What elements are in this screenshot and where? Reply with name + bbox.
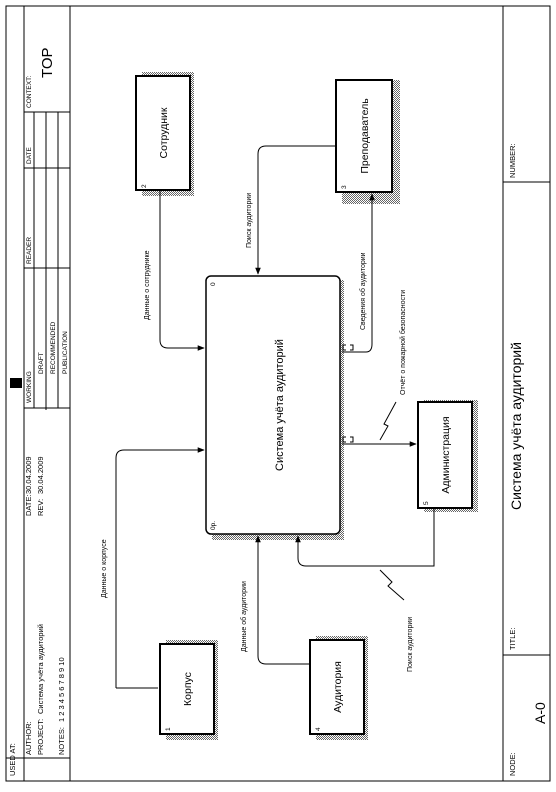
arrow-auditorium-data bbox=[255, 535, 310, 665]
reader-label: READER bbox=[26, 237, 33, 264]
main-activity-label: Система учёта аудиторий bbox=[274, 339, 286, 471]
leader-lines bbox=[379, 401, 405, 601]
box-employee-label: Сотрудник bbox=[158, 107, 170, 158]
label-search-top: Поиск аудитории bbox=[246, 193, 253, 248]
tunnel-marks bbox=[342, 344, 354, 443]
working-label: WORKING bbox=[26, 371, 33, 403]
context-value: TOP bbox=[39, 47, 56, 78]
context-label: CONTEXT: bbox=[26, 76, 33, 108]
node-label: NODE: bbox=[508, 752, 517, 776]
main-activity-box bbox=[205, 275, 344, 540]
label-employee-data: Данные о сотруднике bbox=[144, 250, 151, 320]
arrow-auditorium-info bbox=[342, 193, 375, 353]
leader-fire-report bbox=[379, 401, 397, 441]
arrow-search-bottom bbox=[295, 508, 435, 567]
notes-label: NOTES: bbox=[57, 727, 66, 755]
box-auditorium-label: Аудитория bbox=[332, 661, 344, 713]
author-label: AUTHOR: bbox=[24, 721, 33, 755]
box-teacher-label: Преподаватель bbox=[359, 98, 371, 174]
used-at-label: USED AT: bbox=[8, 743, 17, 776]
label-search-bottom: Поиск аудитории bbox=[407, 617, 414, 672]
arrow-search-top bbox=[255, 145, 336, 275]
label-building-data: Данные о корпусе bbox=[101, 539, 108, 598]
arrow-building-data bbox=[115, 447, 205, 688]
date-label: DATE: bbox=[24, 494, 33, 516]
footer-title: Система учёта аудиторий bbox=[508, 342, 524, 510]
notes-value: 1 2 3 4 5 6 7 8 9 10 bbox=[57, 657, 66, 722]
publication-label: PUBLICATION bbox=[62, 331, 69, 374]
label-fire-report: Отчёт о пожарной безопасности bbox=[399, 290, 407, 395]
draft-label: DRAFT bbox=[38, 352, 45, 374]
box-auditorium-number: 4 bbox=[315, 727, 322, 731]
working-marker bbox=[10, 378, 22, 388]
page-frame bbox=[5, 5, 551, 782]
box-building bbox=[159, 640, 218, 740]
main-activity-number: 0 bbox=[210, 282, 217, 286]
box-administration bbox=[417, 400, 478, 512]
rev-label: REV: bbox=[36, 499, 45, 516]
box-administration-number: 5 bbox=[423, 501, 430, 505]
rev-value: 30.04.2009 bbox=[36, 456, 45, 494]
node-value: А-0 bbox=[532, 702, 548, 724]
box-employee bbox=[135, 72, 194, 196]
box-administration-label: Администрация bbox=[440, 416, 452, 493]
box-auditorium bbox=[309, 636, 368, 740]
main-activity-cost: 0р. bbox=[210, 521, 217, 530]
label-auditorium-info: Сведения об аудитории bbox=[359, 252, 367, 330]
label-auditorium-data: Данные об аудитории bbox=[240, 581, 248, 652]
box-teacher bbox=[335, 79, 400, 204]
box-building-number: 1 bbox=[165, 727, 172, 731]
project-name: Система учёта аудиторий bbox=[36, 624, 45, 714]
arrow-employee-data bbox=[159, 190, 205, 351]
box-employee-number: 2 bbox=[141, 184, 148, 188]
number-label: NUMBER: bbox=[508, 143, 517, 178]
project-label: PROJECT: bbox=[36, 719, 45, 755]
footer-strip bbox=[502, 6, 550, 781]
date-column-label: DATE bbox=[26, 146, 33, 164]
arrows bbox=[115, 145, 435, 689]
title-label: TITLE: bbox=[508, 627, 517, 650]
leader-search-bottom bbox=[379, 569, 405, 601]
date-value: 30.04.2009 bbox=[24, 456, 33, 494]
header-strip bbox=[6, 6, 71, 781]
box-teacher-number: 3 bbox=[341, 185, 348, 189]
box-building-label: Корпус bbox=[182, 672, 194, 706]
recommended-label: RECOMMENDED bbox=[50, 321, 57, 374]
